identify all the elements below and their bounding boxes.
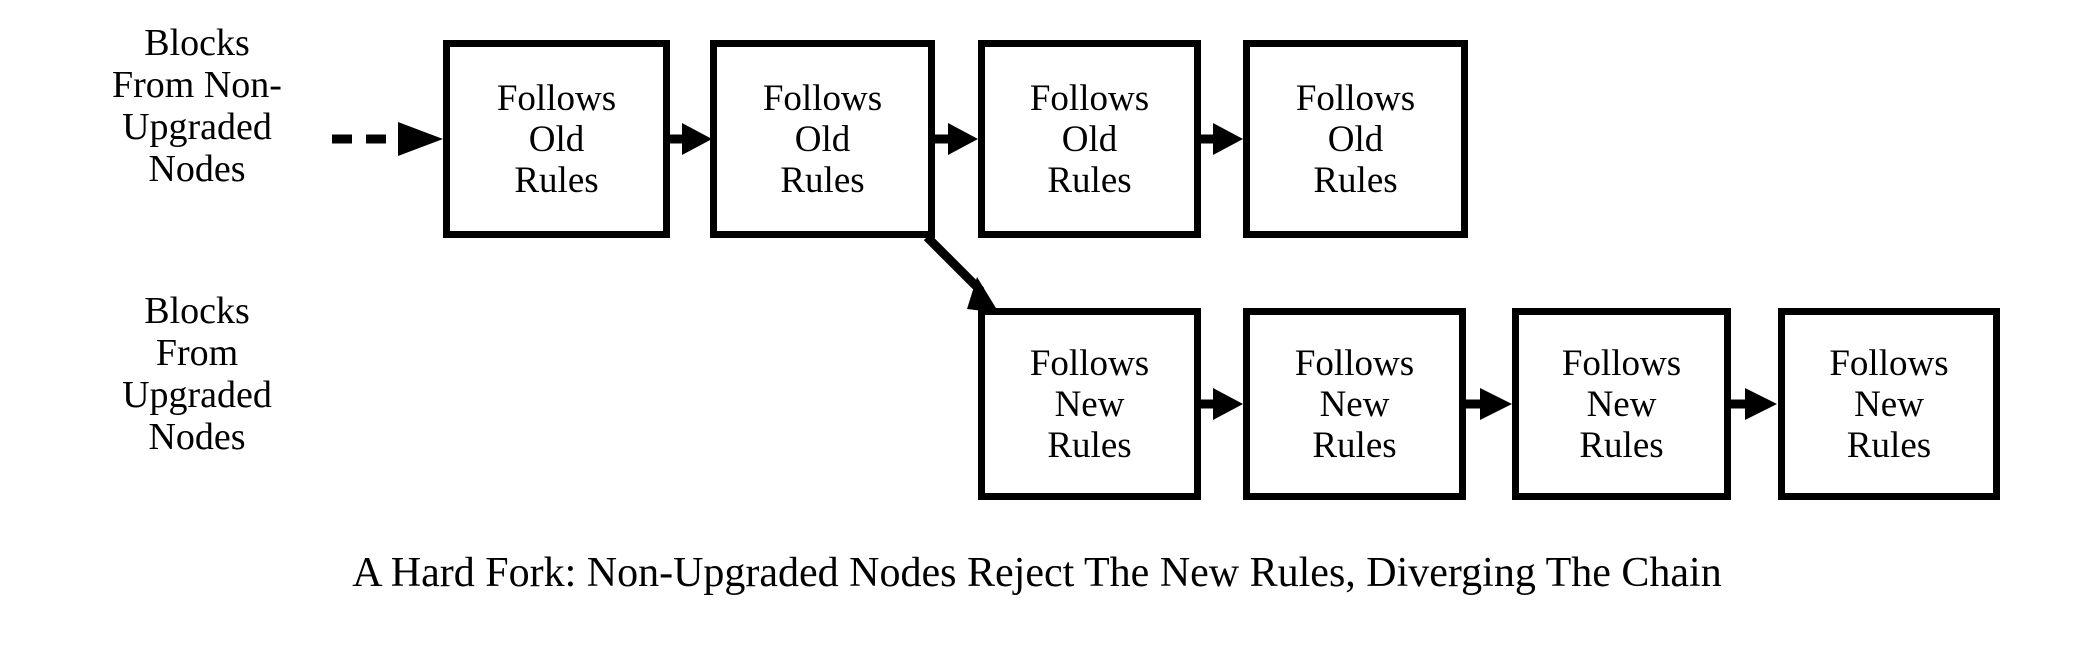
block-new-rules-4[interactable]: Follows New Rules	[1778, 308, 2000, 500]
diagram-caption: A Hard Fork: Non-Upgraded Nodes Reject T…	[352, 550, 1722, 596]
chain-arrow-top-1-2-icon	[668, 120, 714, 158]
row-label-non-upgraded-nodes: Blocks From Non- Upgraded Nodes	[112, 22, 282, 190]
block-line-2: Old	[1061, 118, 1118, 160]
block-line-1: Follows	[1294, 342, 1415, 384]
block-line-3: Rules	[1579, 424, 1664, 466]
block-line-1: Follows	[1295, 77, 1416, 119]
chain-arrow-bottom-3-4-icon	[1729, 385, 1779, 423]
block-line-2: New	[1319, 383, 1390, 425]
block-line-3: Rules	[514, 159, 599, 201]
dashed-entry-arrow-icon	[330, 118, 450, 160]
chain-arrow-top-2-3-icon	[934, 120, 980, 158]
chain-arrow-bottom-2-3-icon	[1464, 385, 1514, 423]
block-line-1: Follows	[1829, 342, 1949, 384]
block-new-rules-1[interactable]: Follows New Rules	[978, 308, 1201, 500]
block-line-3: Rules	[1047, 424, 1132, 466]
block-line-1: Follows	[1029, 77, 1150, 119]
block-line-1: Follows	[496, 77, 617, 119]
block-line-1: Follows	[762, 77, 883, 119]
block-line-1: Follows	[1029, 342, 1150, 384]
block-line-3: Rules	[1313, 159, 1398, 201]
block-line-3: Rules	[1846, 424, 1932, 466]
fork-diagonal-arrow-icon	[915, 225, 1025, 325]
block-new-rules-3[interactable]: Follows New Rules	[1512, 308, 1731, 500]
block-old-rules-2[interactable]: Follows Old Rules	[710, 40, 935, 238]
block-line-2: Old	[794, 118, 851, 160]
block-old-rules-3[interactable]: Follows Old Rules	[978, 40, 1201, 238]
block-line-3: Rules	[1312, 424, 1397, 466]
block-line-2: New	[1854, 383, 1924, 425]
block-new-rules-2[interactable]: Follows New Rules	[1243, 308, 1466, 500]
block-line-2: New	[1054, 383, 1125, 425]
block-line-3: Rules	[1047, 159, 1132, 201]
block-line-3: Rules	[780, 159, 865, 201]
block-line-2: New	[1586, 383, 1657, 425]
block-old-rules-1[interactable]: Follows Old Rules	[443, 40, 670, 238]
block-line-2: Old	[1327, 118, 1384, 160]
row-label-upgraded-nodes: Blocks From Upgraded Nodes	[122, 290, 272, 458]
chain-arrow-bottom-1-2-icon	[1199, 385, 1245, 423]
block-line-2: Old	[528, 118, 585, 160]
block-line-1: Follows	[1561, 342, 1682, 384]
chain-arrow-top-3-4-icon	[1199, 120, 1245, 158]
block-old-rules-4[interactable]: Follows Old Rules	[1243, 40, 1468, 238]
